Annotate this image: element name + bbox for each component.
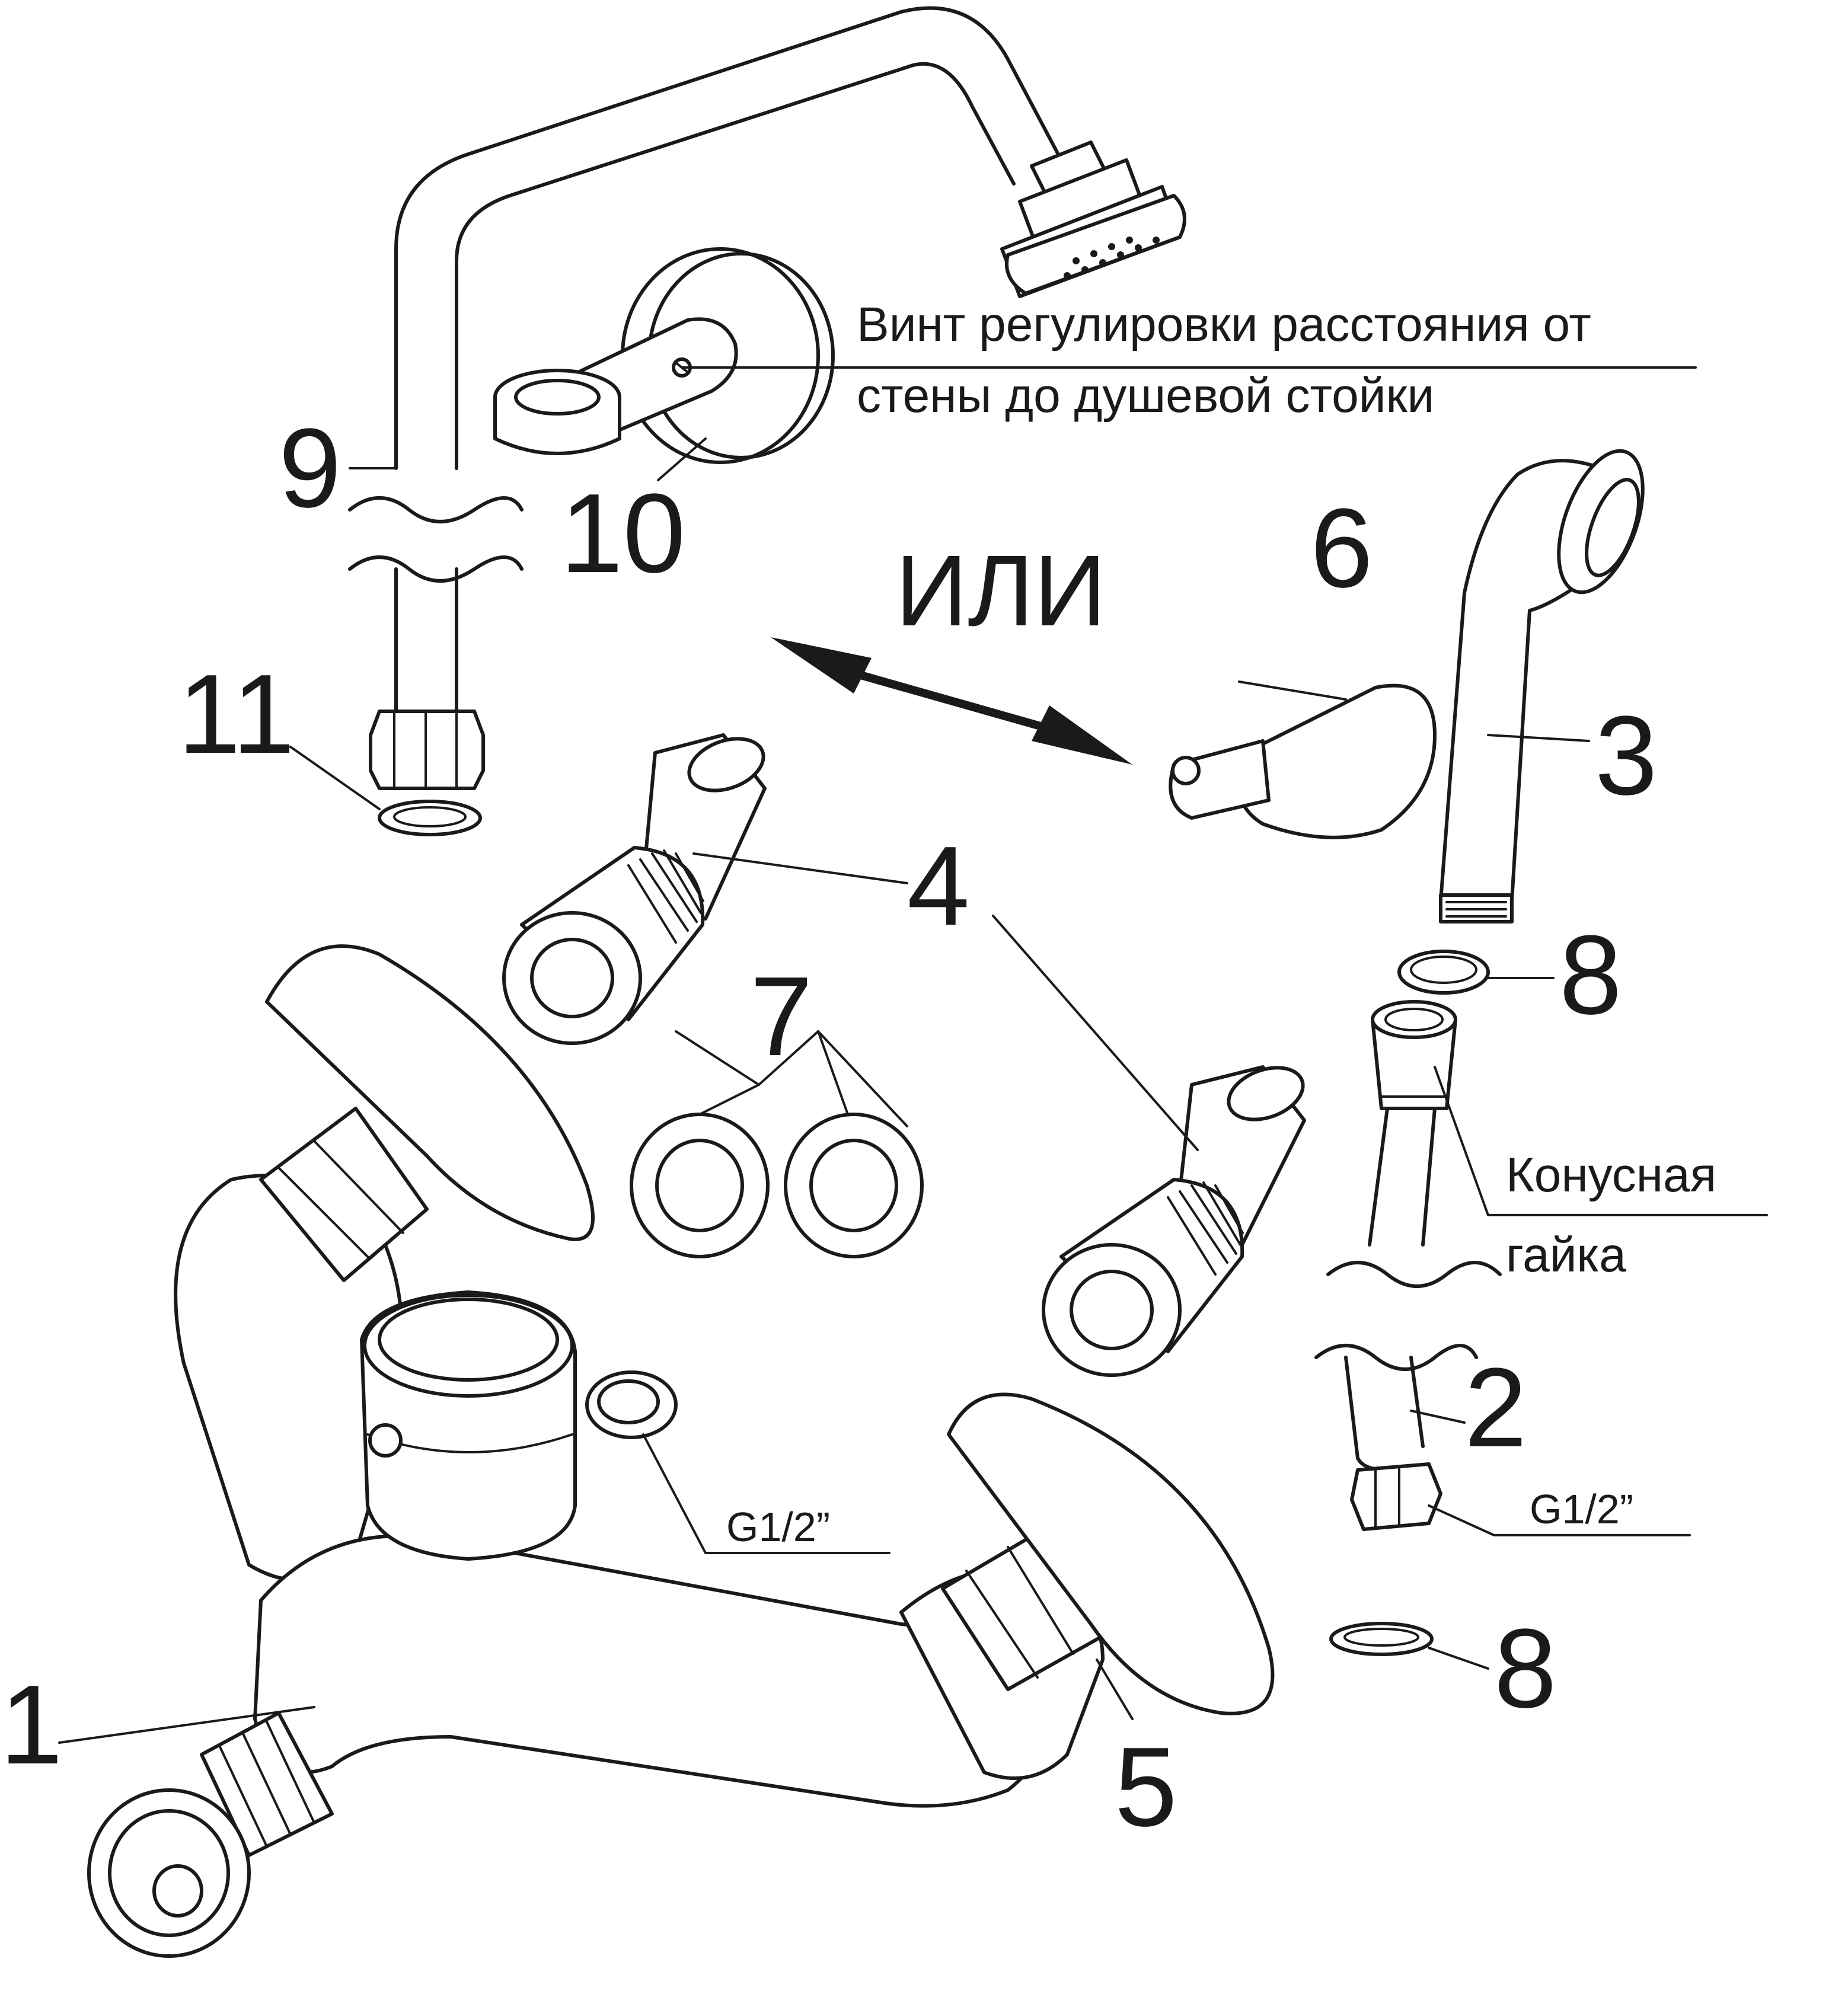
- callout-4: 4: [907, 823, 970, 949]
- callout-5: 5: [1115, 1724, 1177, 1850]
- gasket-part-7-left: [630, 1113, 770, 1258]
- screw-note-line1: Винт регулировки расстояния от: [857, 298, 1591, 351]
- callout-3: 3: [1595, 693, 1658, 819]
- eccentric-part-4-lower: [1042, 1065, 1306, 1377]
- sealing-washer-part-8-upper: [1397, 950, 1490, 995]
- or-double-arrow-icon: [771, 637, 1132, 765]
- thread-label-mixer: G1/2”: [726, 1504, 830, 1550]
- callout-8-lower: 8: [1494, 1606, 1557, 1731]
- callout-9: 9: [279, 405, 341, 531]
- shower-rod-part-9: [348, 6, 1063, 790]
- shower-hose-part-2: [1314, 1000, 1502, 1531]
- cone-nut-label-line2: гайка: [1506, 1228, 1626, 1282]
- callout-6: 6: [1310, 485, 1373, 611]
- overhead-shower-head-icon: [1000, 140, 1186, 298]
- wall-bracket-part-10: [493, 247, 835, 464]
- leader-lines: [58, 366, 1768, 1744]
- thread-label-hose: G1/2”: [1530, 1486, 1633, 1532]
- sealing-washer-part-11: [378, 800, 482, 836]
- callout-7: 7: [750, 954, 813, 1079]
- decorative-flange-part-5: [947, 1392, 1275, 1715]
- mixer-body-part-1: [87, 944, 1105, 1958]
- callout-2: 2: [1464, 1345, 1527, 1471]
- callout-10: 10: [560, 471, 685, 596]
- gasket-part-7-right: [784, 1113, 924, 1258]
- or-label: ИЛИ: [895, 535, 1106, 647]
- cone-nut-label-line1: Конусная: [1506, 1148, 1716, 1202]
- shower-holder-part-6: [1169, 683, 1437, 839]
- callout-11: 11: [178, 651, 295, 777]
- callout-1: 1: [0, 1662, 63, 1788]
- sealing-washer-part-8-lower: [1329, 1622, 1434, 1656]
- eccentric-part-4-upper: [502, 733, 767, 1045]
- screw-note-line2: стены до душевой стойки: [857, 369, 1434, 423]
- hand-shower-part-3: [1439, 449, 1645, 923]
- callout-8-upper: 8: [1559, 912, 1622, 1038]
